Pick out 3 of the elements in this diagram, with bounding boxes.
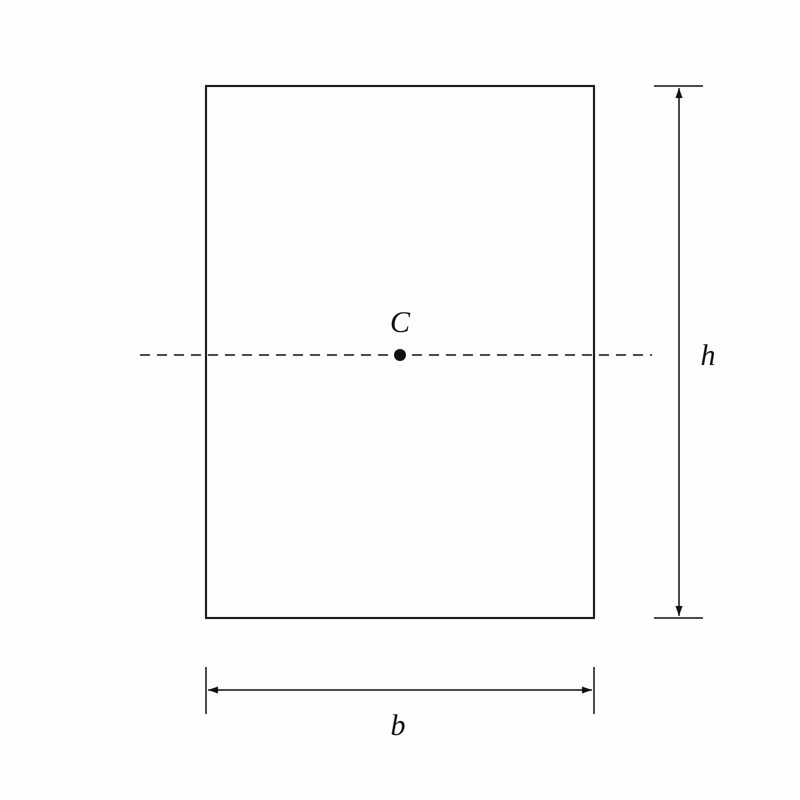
point-label: C [390, 308, 410, 338]
dimension-label: h [700, 341, 716, 371]
dimension-label: b [390, 711, 406, 741]
